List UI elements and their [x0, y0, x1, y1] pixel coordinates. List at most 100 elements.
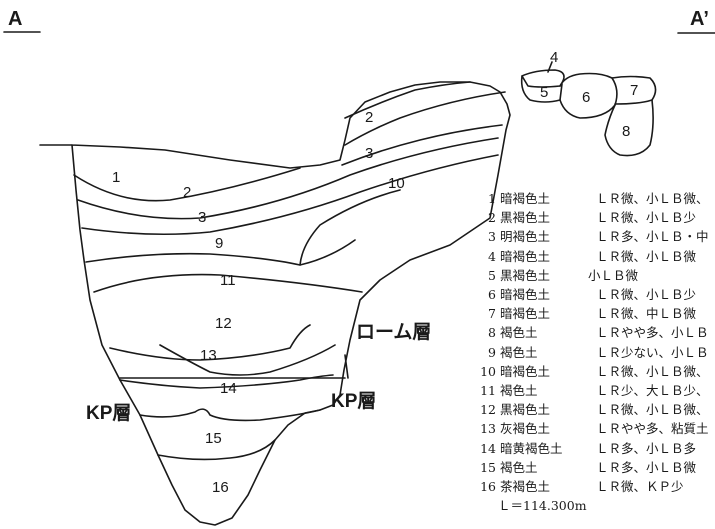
- layer-number-6: 6: [582, 89, 590, 106]
- layer-number-1: 1: [112, 169, 120, 186]
- legend-description: ＬＲ微、小ＬＢ微、: [596, 402, 709, 418]
- layer-number-12: 12: [215, 315, 232, 332]
- legend-number: 14: [480, 440, 496, 456]
- legend-soil: 茶褐色土: [500, 479, 551, 495]
- small-pit-4-leader: [547, 61, 553, 73]
- legend-description: ＬＲ多、小ＬＢ・中: [596, 229, 709, 245]
- layer-number-3: 3: [198, 209, 206, 226]
- legend-description: ＬＲ微、中ＬＢ微: [596, 306, 697, 322]
- layer-boundary: [344, 91, 506, 146]
- legend-soil: 暗褐色土: [500, 363, 551, 379]
- legend-number: 11: [480, 383, 496, 399]
- layer-number-11: 11: [220, 272, 236, 289]
- layer-boundary: [341, 124, 503, 166]
- layer-number-2: 2: [183, 184, 191, 201]
- layer-number-14: 14: [220, 380, 237, 397]
- layer-number-5: 5: [540, 84, 548, 101]
- legend-number: 5: [488, 267, 496, 283]
- layer-number-16: 16: [212, 479, 229, 496]
- legend-description: ＬＲ少、大ＬＢ少、: [596, 383, 709, 399]
- legend-description: ＬＲ微、小ＬＢ微、: [596, 363, 709, 379]
- legend-number: 13: [480, 421, 496, 437]
- layer-boundary: [344, 81, 471, 119]
- legend-soil: 褐色土: [500, 325, 538, 341]
- layer-number-13: 13: [200, 347, 217, 364]
- legend-soil: 灰褐色土: [500, 421, 551, 437]
- layer-number-2b: 2: [365, 109, 373, 126]
- layer-boundary: [159, 344, 336, 376]
- legend-soil: 暗褐色土: [500, 191, 551, 206]
- layer-boundary: [81, 154, 499, 236]
- layer-number-3b: 3: [365, 145, 373, 162]
- legend-number: 9: [488, 344, 496, 360]
- legend-soil: 黒褐色土: [500, 402, 551, 418]
- legend-number: 3: [488, 229, 496, 245]
- legend-description: ＬＲ多、小ＬＢ微: [596, 459, 697, 475]
- legend-number: 12: [480, 402, 496, 418]
- legend-row: 1 暗褐色土 ＬＲ微、小ＬＢ微、: [478, 189, 709, 208]
- legend-number: 7: [488, 306, 496, 322]
- legend-soil: 暗褐色土: [500, 287, 551, 303]
- small-pit-4-outline: [521, 69, 565, 88]
- section-label-a-prime: A’: [690, 8, 709, 30]
- legend-soil: 褐色土: [500, 344, 538, 360]
- legend-description: ＬＲ少ない、小ＬＢ: [596, 344, 709, 360]
- kp-boundary-tick: [344, 354, 349, 379]
- layer-number-15: 15: [205, 430, 222, 447]
- legend-number: 8: [488, 325, 496, 341]
- kp-layer-label-right: KP層: [331, 391, 377, 412]
- legend-soil: 褐色土: [500, 383, 538, 399]
- small-pit-7-outline: [611, 75, 657, 105]
- legend-description: ＬＲやや多、粘質土: [596, 421, 709, 437]
- layer-boundary: [157, 439, 276, 461]
- legend-soil: 暗黄褐色土: [500, 440, 563, 456]
- legend-number: 10: [480, 363, 496, 379]
- kp-layer-label-left: KP層: [86, 403, 132, 424]
- section-label-a: A: [8, 8, 23, 30]
- legend-description: ＬＲ微、小ＬＢ少: [596, 287, 697, 303]
- legend-description: ＬＲ微、ＫＰ少: [596, 479, 684, 495]
- legend-description: ＬＲ微、小ＬＢ微、: [596, 191, 709, 206]
- layer-boundary: [109, 324, 311, 361]
- legend-number: 2: [488, 210, 496, 226]
- legend-description: ＬＲ微、小ＬＢ少: [596, 210, 697, 226]
- small-pit-6-outline: [559, 72, 618, 119]
- legend-description: ＬＲ多、小ＬＢ多: [596, 440, 697, 456]
- layer-number-8: 8: [622, 123, 630, 140]
- legend-soil: 暗褐色土: [500, 248, 551, 264]
- layer-boundary: [299, 189, 401, 266]
- legend-number: 4: [488, 248, 496, 264]
- layer-boundary: [93, 273, 363, 293]
- loam-layer-label: ローム層: [356, 322, 432, 343]
- legend-soil: 黒褐色土: [500, 210, 551, 226]
- legend-number: 1: [488, 191, 496, 206]
- legend-description: 小ＬＢ微: [588, 267, 639, 283]
- elevation-footer: Ｌ＝114.300m: [498, 498, 587, 514]
- legend-number: 16: [480, 479, 496, 495]
- legend-description: ＬＲ微、小ＬＢ微: [596, 248, 697, 264]
- legend-number: 6: [488, 287, 496, 303]
- layer-boundary: [77, 137, 499, 220]
- layer-number-9: 9: [215, 235, 223, 252]
- layer-boundary: [85, 239, 356, 266]
- legend-soil: 明褐色土: [500, 229, 551, 245]
- legend-soil: 褐色土: [500, 459, 538, 475]
- layer-boundary: [119, 374, 334, 389]
- small-pit-8-outline: [604, 99, 654, 157]
- legend-number: 15: [480, 459, 496, 475]
